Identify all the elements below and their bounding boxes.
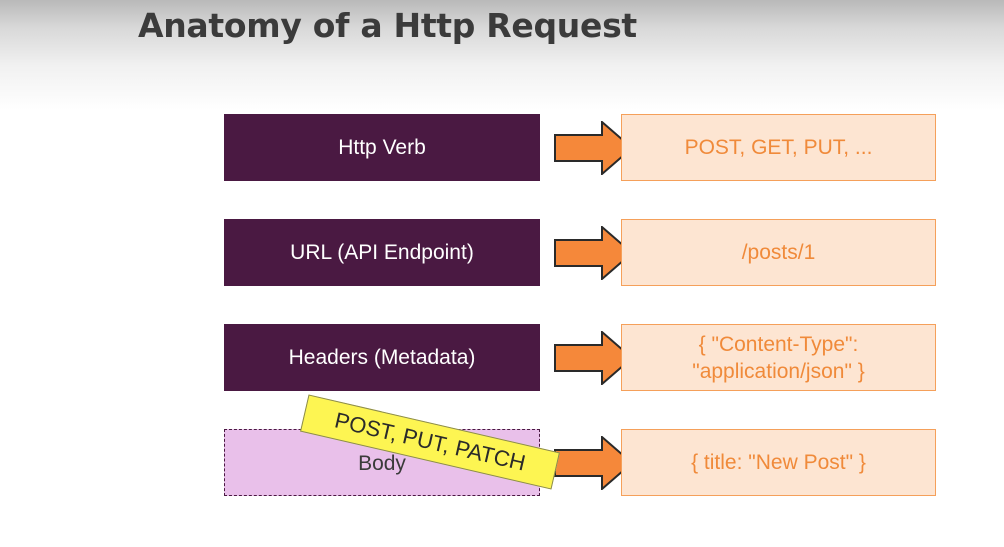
- header-band: [0, 0, 1004, 110]
- body-label: Body: [358, 451, 406, 475]
- headers-value-line: { "Content-Type":: [698, 332, 859, 356]
- right-arrow-icon: [554, 121, 634, 175]
- right-arrow-icon: [554, 436, 634, 490]
- url-box: URL (API Endpoint): [224, 219, 540, 286]
- headers-box: Headers (Metadata): [224, 324, 540, 391]
- http-verb-box: Http Verb: [224, 114, 540, 181]
- body-value: { title: "New Post" }: [691, 451, 866, 474]
- headers-value: { "Content-Type": "application/json" }: [692, 331, 865, 385]
- slide-title: Anatomy of a Http Request: [138, 6, 637, 45]
- headers-value-line: "application/json" }: [692, 359, 865, 383]
- url-value: /posts/1: [741, 241, 816, 264]
- body-value-box: { title: "New Post" }: [621, 429, 936, 496]
- url-label: URL (API Endpoint): [290, 240, 474, 264]
- http-verb-value-box: POST, GET, PUT, ...: [621, 114, 936, 181]
- http-verb-label: Http Verb: [338, 135, 426, 159]
- right-arrow-icon: [554, 226, 634, 280]
- http-verb-value: POST, GET, PUT, ...: [684, 136, 873, 159]
- url-value-box: /posts/1: [621, 219, 936, 286]
- right-arrow-icon: [554, 331, 634, 385]
- headers-label: Headers (Metadata): [288, 345, 476, 369]
- headers-value-box: { "Content-Type": "application/json" }: [621, 324, 936, 391]
